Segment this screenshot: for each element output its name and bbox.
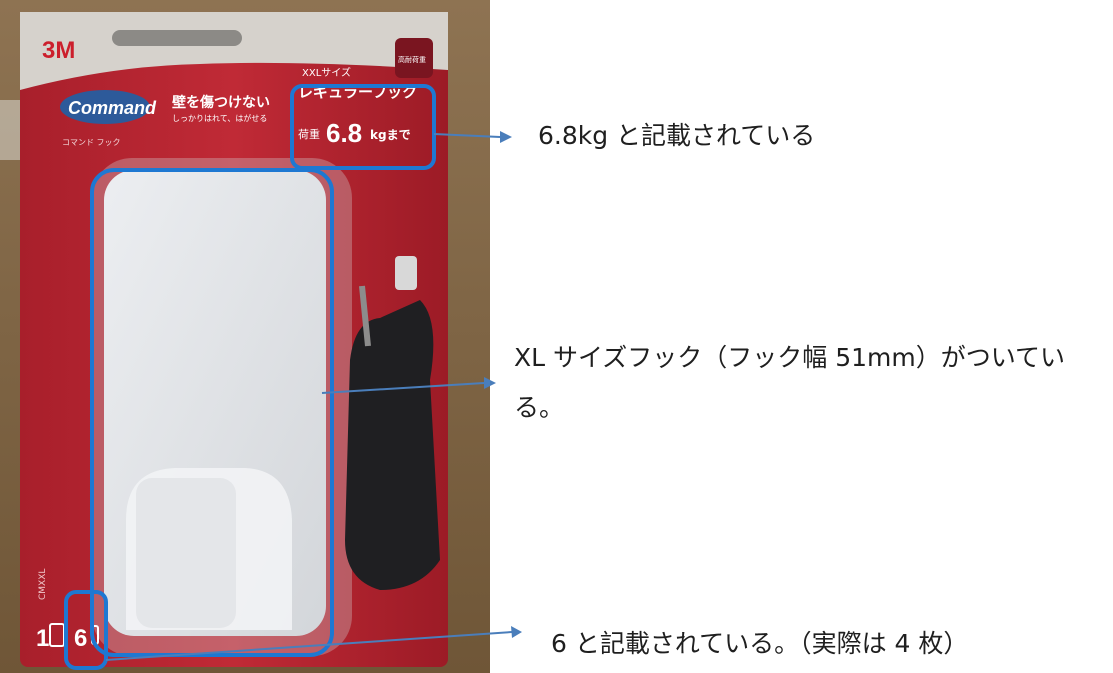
annotation-count: 6 と記載されている。（実際は 4 枚） [551,629,969,658]
highlight-box-hook [90,168,334,657]
annotation-hook: XL サイズフック（フック幅 51mm）がついている。 [514,343,1065,422]
badge [395,38,433,78]
brand-logo: 3M [42,37,75,64]
highlight-box-count [64,590,108,670]
package-tagline: 壁を傷つけない [172,94,270,111]
load-value: 6.8 [326,118,362,148]
hook-tab [136,478,236,628]
package-tagline-sub: しっかりはれて、はがせる [172,113,267,123]
svg-text:高耐荷重: 高耐荷重 [398,55,426,64]
size-label: XXLサイズ [302,66,351,79]
load-prefix: 荷重 [298,127,320,141]
mini-hook-illustration [395,256,417,290]
highlight-box-load [290,84,436,170]
model-code: CMXXL [38,569,48,600]
bag-illustration [345,300,440,590]
hook-count: 1 [36,625,49,652]
product-kana: コマンド フック [62,138,121,147]
svg-text:Command: Command [68,98,157,118]
load-suffix: kgまで [370,128,411,142]
arrow-hook [321,377,496,394]
strip-count: 6 [74,625,87,652]
arrow-count [105,626,522,661]
annotation-load: 6.8kg と記載されている [538,121,816,150]
command-logo: Command [60,90,157,124]
arrow-load [433,131,512,143]
